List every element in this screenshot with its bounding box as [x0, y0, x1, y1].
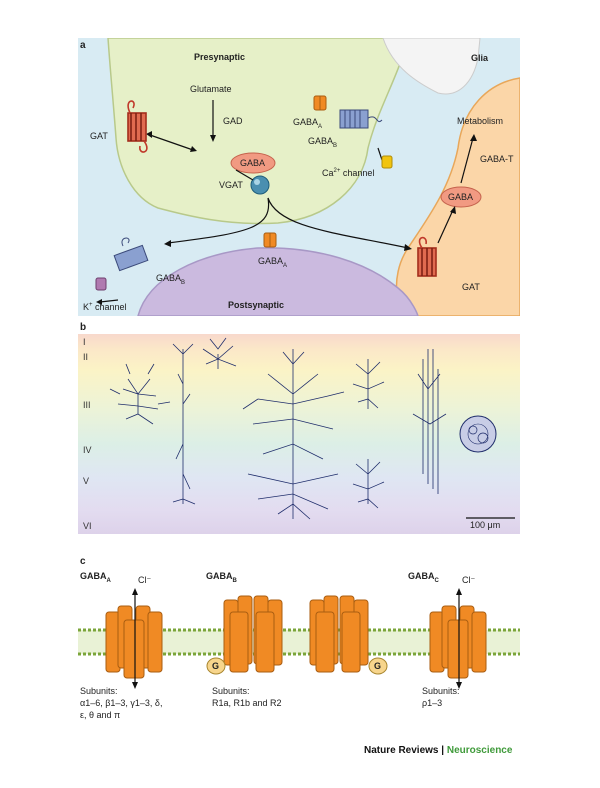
- metabolism-label: Metabolism: [457, 116, 504, 126]
- gaba-t-label: GABA-T: [480, 154, 514, 164]
- gaba-a-pre-label: GABAA: [293, 117, 323, 130]
- panel-a: a Presynaptic Glia Glutamate GAD GABA GA…: [78, 38, 520, 316]
- g-protein-left: [206, 657, 226, 675]
- layer-label-iii: III: [83, 400, 91, 410]
- presynaptic-label: Presynaptic: [194, 52, 246, 62]
- panel-a-drawing: [95, 38, 520, 316]
- journal-separator: |: [438, 745, 447, 756]
- subunits-c-2: ρ1–3: [422, 698, 443, 708]
- g-right-label: G: [374, 661, 382, 671]
- cl-right-label: Cl⁻: [462, 575, 476, 585]
- layer-label-v: V: [83, 476, 90, 486]
- presynaptic-terminal: [107, 38, 409, 225]
- vgat-label: VGAT: [219, 180, 243, 190]
- postsynaptic-label: Postsynaptic: [228, 300, 285, 310]
- neuron-3: [202, 337, 237, 369]
- k-channel-shape: [95, 277, 107, 291]
- neuron-1: [109, 363, 171, 425]
- gat-transporter-left: [127, 100, 148, 153]
- gat-right-label: GAT: [462, 282, 480, 292]
- gaba-b-post-label: GABAB: [156, 273, 186, 286]
- ca-channel: [381, 155, 393, 169]
- glia-gaba-label: GABA: [448, 192, 474, 202]
- gabaa-receptor: [105, 605, 163, 679]
- glutamate-label: Glutamate: [190, 84, 232, 94]
- gat-transporter-right: [417, 236, 437, 277]
- layer-label-iv: IV: [83, 445, 92, 455]
- subunits-a-3: ε, θ and π: [80, 710, 121, 720]
- gabab-title: GABAB: [206, 571, 237, 584]
- gaba-a-channel-pre: [313, 95, 327, 111]
- gaba-vesicle-ellipse: [230, 152, 276, 174]
- layer-label-vi: VI: [83, 521, 92, 531]
- neuron-5: [352, 359, 385, 509]
- postsynaptic-cell: [137, 247, 419, 316]
- panel-c: GABAA GABAB GABAC Cl⁻ Cl⁻ G G Subunits: …: [78, 560, 520, 735]
- neuron-illustrations: [109, 337, 515, 520]
- gaba-a-channel-post: [263, 232, 277, 248]
- cl-left-label: Cl⁻: [138, 575, 152, 585]
- neuron-6: [412, 349, 447, 494]
- neuron-4: [242, 349, 345, 520]
- panel-b-letter: b: [80, 322, 87, 333]
- layer-label-i: I: [83, 337, 86, 347]
- scale-bar-label: 100 μm: [470, 520, 501, 530]
- gabaa-title: GABAA: [80, 571, 111, 584]
- neuron-7-neurogliaform: [459, 415, 497, 453]
- subunits-b-2: R1a, R1b and R2: [212, 698, 282, 708]
- subunits-a-1: Subunits:: [80, 686, 118, 696]
- panel-a-letter: a: [80, 40, 86, 51]
- gat-left-label: GAT: [90, 131, 108, 141]
- gad-label: GAD: [223, 116, 243, 126]
- journal-section: Neuroscience: [446, 745, 513, 756]
- gaba-b-receptor-pre: [339, 109, 383, 129]
- k-channel-label: K+ channel: [83, 302, 127, 312]
- gabab-receptor-2: [309, 595, 369, 673]
- gaba-b-receptor-post: [113, 237, 149, 272]
- panel-c-letter: c: [80, 556, 86, 567]
- g-left-label: G: [212, 661, 220, 671]
- gaba-b-pre-label: GABAB: [308, 136, 338, 149]
- gaba-vesicle-label: GABA: [240, 158, 266, 168]
- journal-credit: Nature Reviews | Neuroscience: [364, 745, 512, 756]
- subunits-a-2: α1–6, β1–3, γ1–3, δ,: [80, 698, 163, 708]
- receptor-drawing: [78, 588, 520, 689]
- ca-channel-label: Ca2+ channel: [322, 168, 375, 178]
- layer-label-ii: II: [83, 352, 89, 362]
- gaba-a-post-label: GABAA: [258, 256, 288, 269]
- gabac-receptor: [429, 605, 487, 679]
- neuron-2: [172, 343, 196, 505]
- gabab-receptor-1: [223, 595, 283, 673]
- journal-name: Nature Reviews: [364, 745, 439, 756]
- subunits-b-1: Subunits:: [212, 686, 250, 696]
- glia-label: Glia: [471, 53, 489, 63]
- panel-b: I II III IV V VI 100 μm: [78, 334, 520, 534]
- gabac-title: GABAC: [408, 571, 439, 584]
- subunits-c-1: Subunits:: [422, 686, 460, 696]
- g-protein-right: [368, 657, 388, 675]
